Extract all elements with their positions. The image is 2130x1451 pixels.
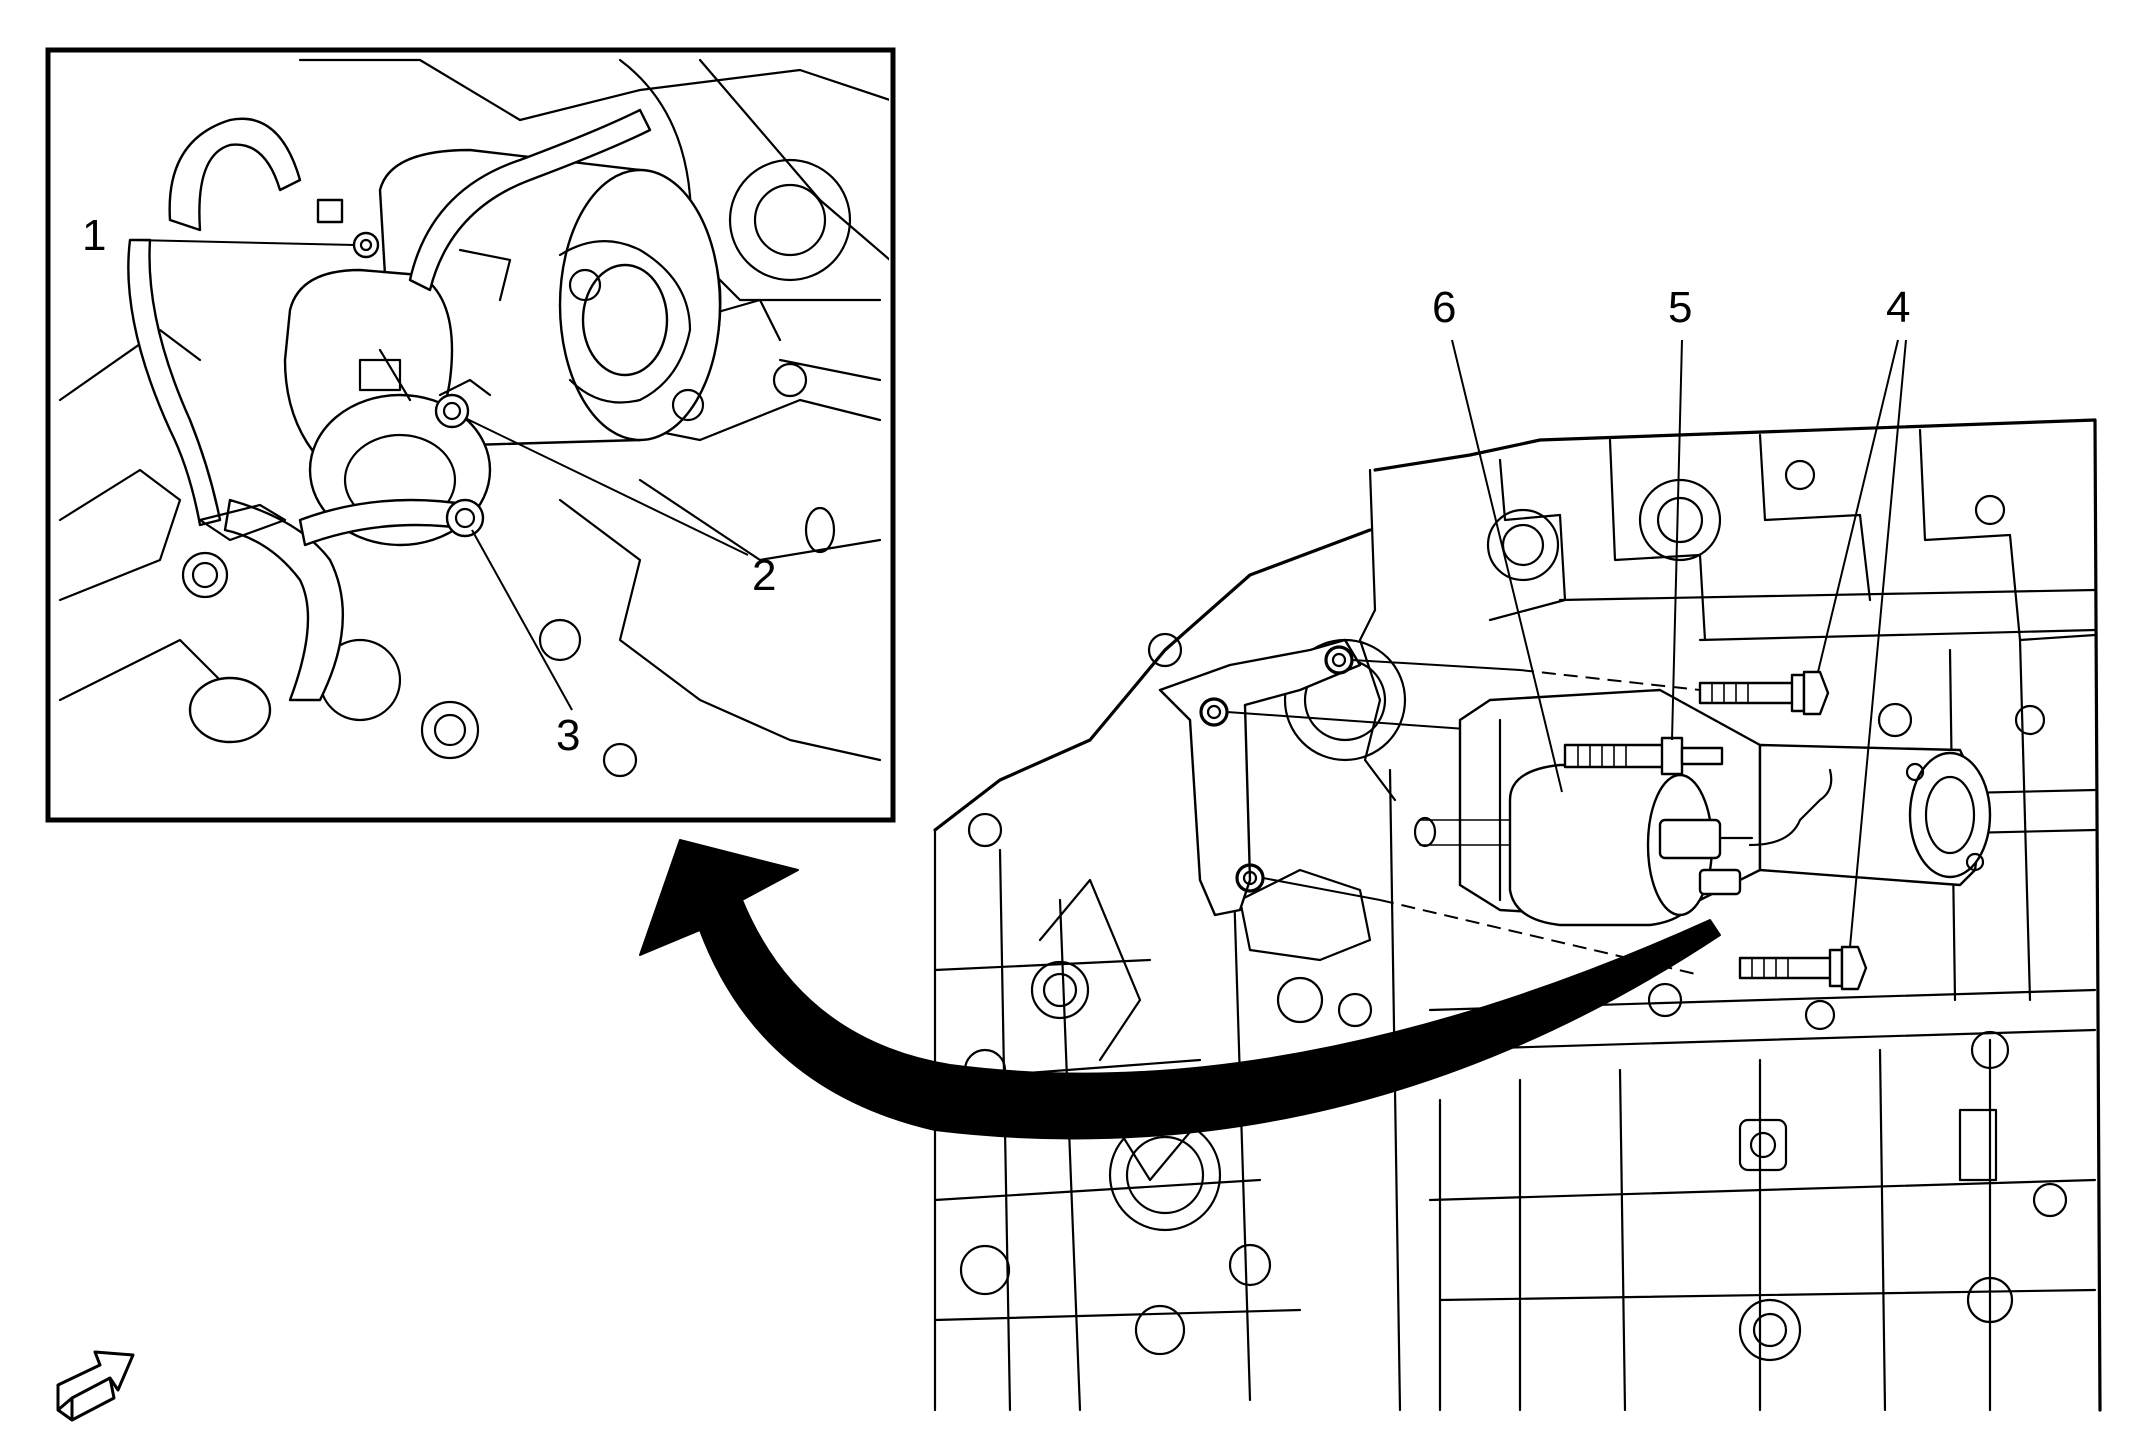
callout-1: 1 [82, 211, 106, 260]
callout-3: 3 [556, 711, 580, 760]
callout-6: 6 [1432, 283, 1456, 332]
callout-4: 4 [1886, 283, 1910, 332]
starter-motor [1413, 688, 1992, 927]
curved-arrow-icon [639, 839, 1721, 1140]
callout-2: 2 [752, 551, 776, 600]
callout-5: 5 [1668, 283, 1692, 332]
starter-bolts [1563, 670, 1868, 991]
detail-inset: 1 2 3 [45, 47, 896, 823]
engine-block-view: 6 5 4 [933, 283, 2102, 1412]
inset-leaders [134, 239, 749, 711]
starter-bolt-lower [1738, 945, 1868, 991]
main-view-leaders [1451, 339, 1907, 948]
starter-bolt-upper [1698, 670, 1830, 716]
starter-mounting-flange [1158, 638, 1362, 917]
view-direction-arrow-icon [56, 1350, 135, 1422]
engine-block [1358, 418, 2102, 1412]
